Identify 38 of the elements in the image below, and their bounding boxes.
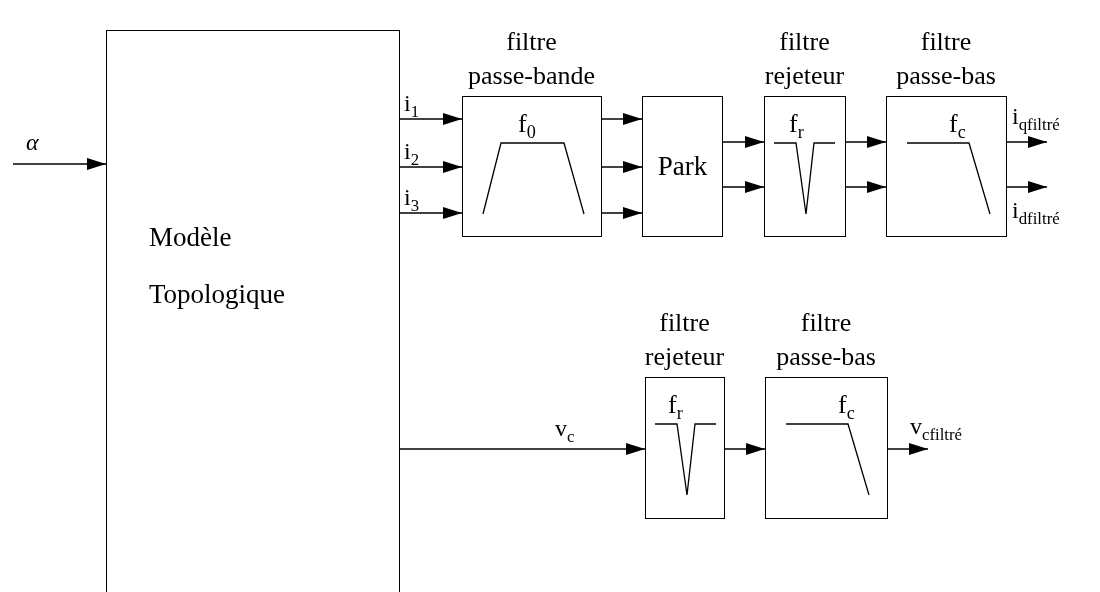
arrow [887, 443, 929, 455]
arrow [399, 207, 463, 219]
block-label: Park [657, 151, 708, 182]
arrow [601, 207, 643, 219]
frequency-label: f$_{0}$ [518, 111, 536, 142]
edge-label: i$_{dfiltré}$ [1012, 198, 1060, 228]
block-title: filtre passe-bande [466, 26, 597, 93]
arrow [722, 181, 765, 193]
arrow [399, 443, 646, 455]
edge-label: v$_{cfiltré}$ [910, 414, 963, 444]
edge-label: i$_{2}$ [404, 139, 420, 169]
block-label: Modèle Topologique [149, 221, 287, 311]
frequency-label: f$_{r}$ [668, 392, 683, 423]
block-title: filtre rejeteur [763, 26, 846, 93]
process-block [106, 30, 400, 592]
arrow [601, 161, 643, 173]
arrow [724, 443, 766, 455]
edge-label: i$_{qfiltré}$ [1012, 104, 1060, 134]
frequency-label: f$_{r}$ [789, 111, 804, 142]
arrow [1006, 181, 1048, 193]
block-title: filtre passe-bas [775, 307, 877, 374]
block-title: filtre passe-bas [895, 26, 997, 93]
arrow [722, 136, 765, 148]
process-block [642, 96, 723, 237]
arrow [399, 161, 463, 173]
arrow [399, 113, 463, 125]
edge-label: i$_{3}$ [404, 185, 420, 215]
arrow [12, 158, 107, 170]
frequency-label: f$_{c}$ [949, 111, 966, 142]
frequency-label: f$_{c}$ [838, 392, 855, 423]
edge-label: i$_{1}$ [404, 91, 420, 121]
arrow [1006, 136, 1048, 148]
arrow [601, 113, 643, 125]
arrow [845, 181, 887, 193]
edge-label: α [26, 130, 39, 154]
block-title: filtre rejeteur [643, 307, 726, 374]
edge-label: v$_{c}$ [555, 416, 575, 446]
arrow [845, 136, 887, 148]
